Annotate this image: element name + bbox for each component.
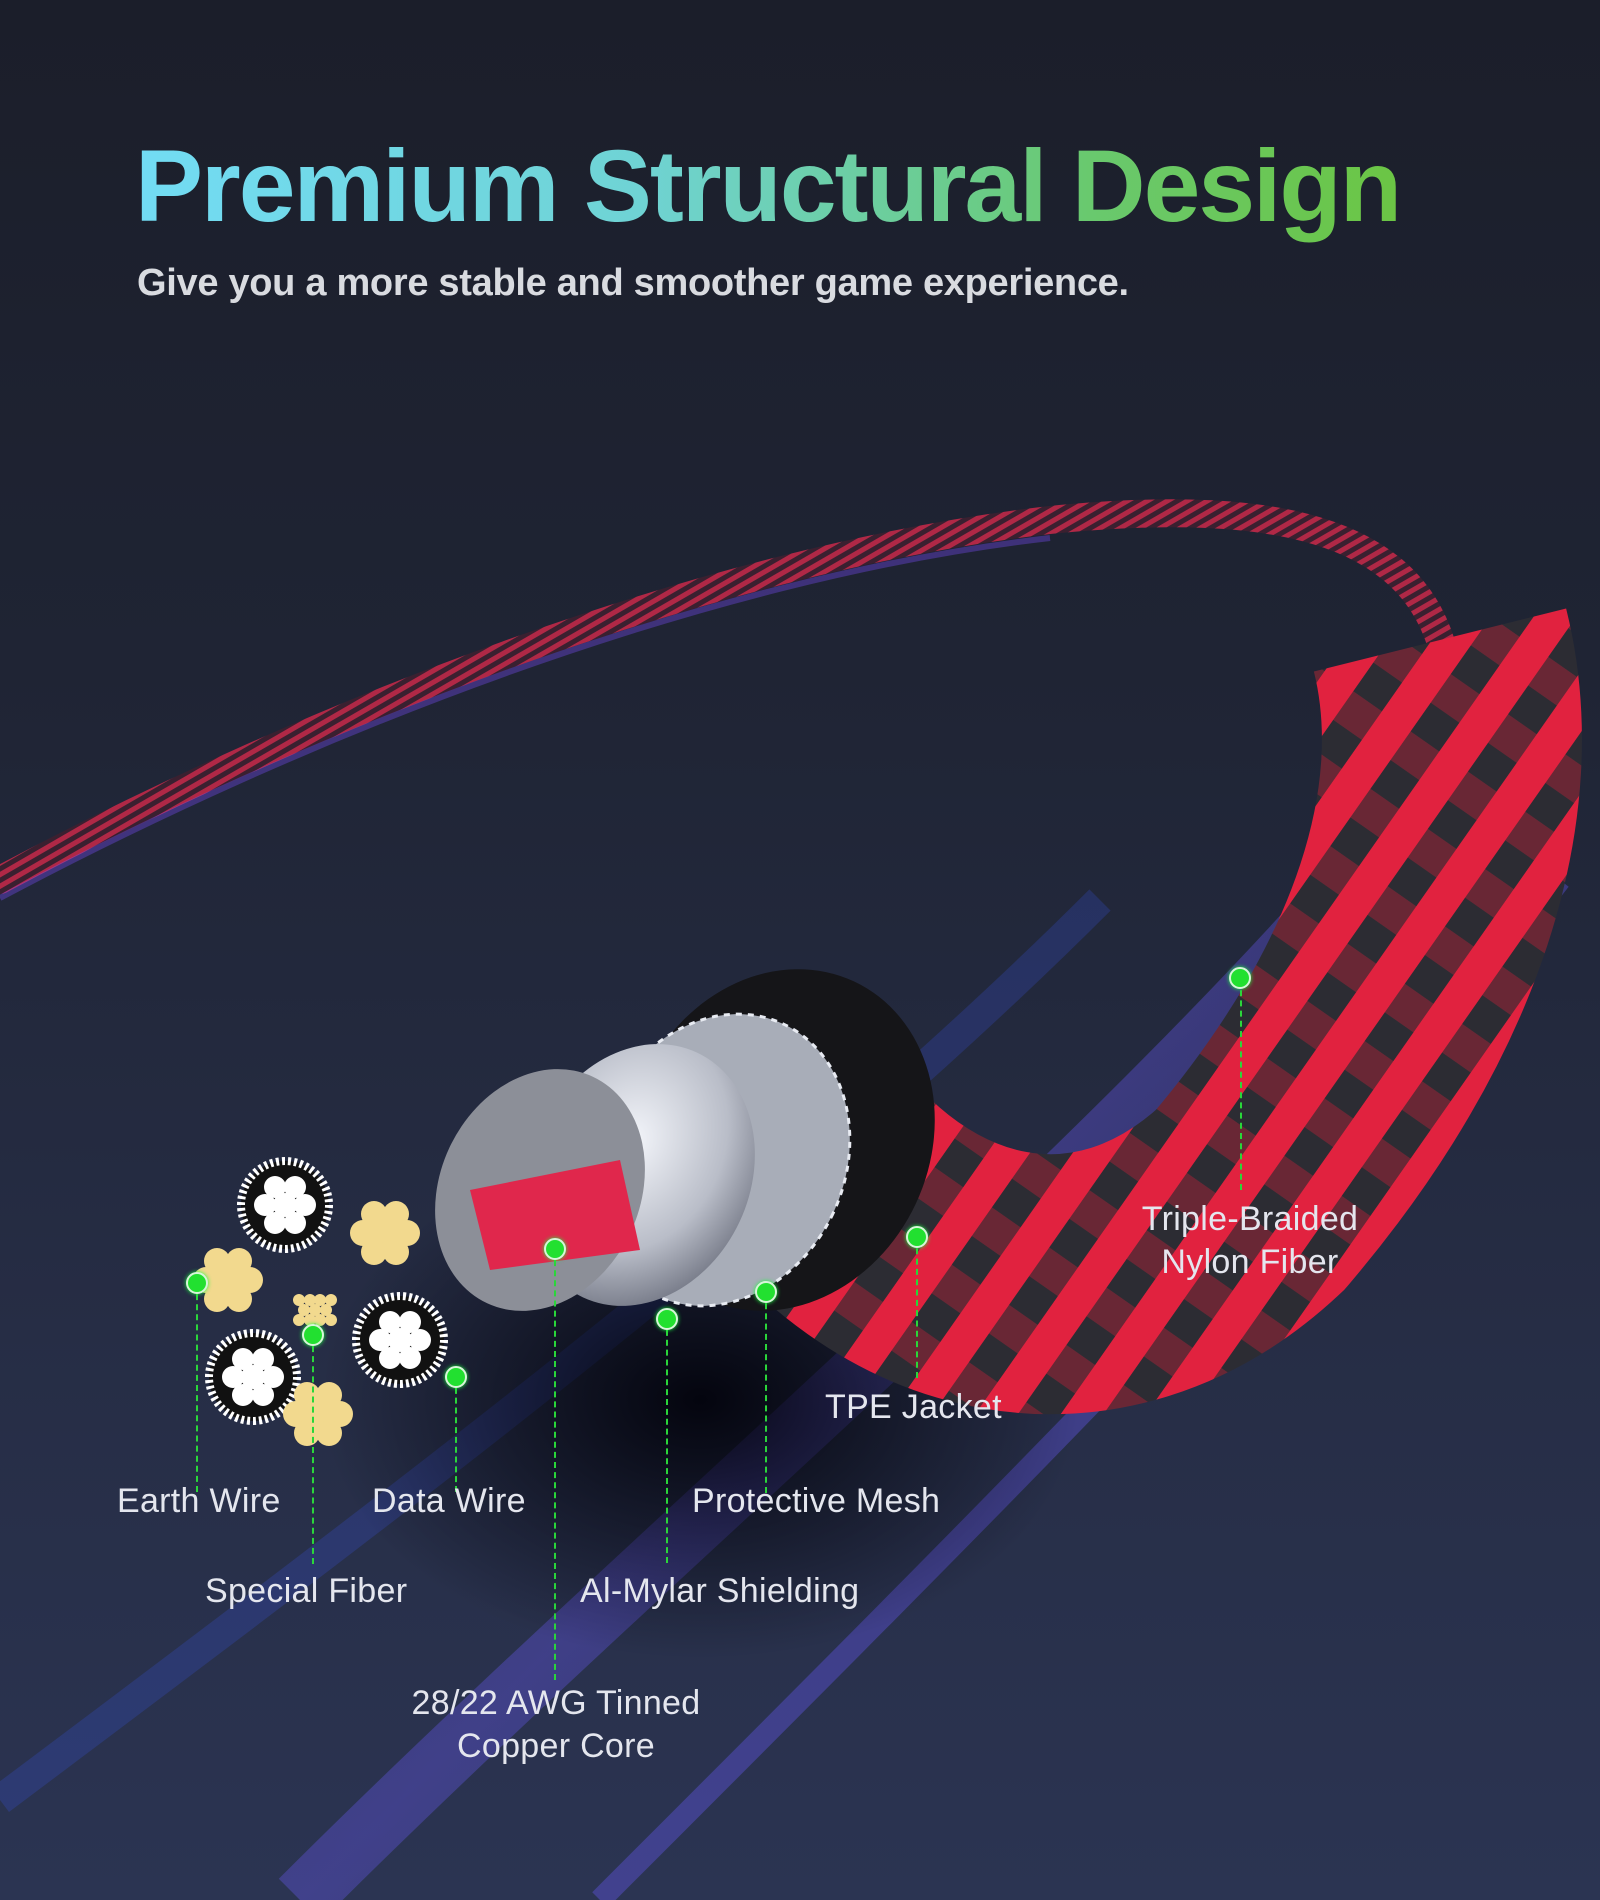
label-special-fiber: Special Fiber: [205, 1572, 408, 1610]
leader-earth-wire: [196, 1284, 198, 1492]
label-al-mylar: Al-Mylar Shielding: [580, 1572, 860, 1610]
leader-copper-core: [554, 1250, 556, 1680]
page-subtitle: Give you a more stable and smoother game…: [137, 262, 1129, 304]
label-copper-core-line2: Copper Core: [457, 1727, 655, 1765]
leader-tpe-jacket: [916, 1238, 918, 1378]
gold-bundle: [193, 1248, 263, 1312]
marker-earth-wire[interactable]: [186, 1272, 208, 1294]
label-nylon-fiber: Triple-Braided Nylon Fiber: [1130, 1198, 1370, 1284]
label-nylon-fiber-line1: Triple-Braided: [1141, 1200, 1359, 1238]
marker-protective-mesh[interactable]: [755, 1281, 777, 1303]
label-copper-core-line1: 28/22 AWG Tinned: [411, 1684, 701, 1722]
label-protective-mesh: Protective Mesh: [692, 1482, 941, 1520]
label-earth-wire: Earth Wire: [117, 1482, 281, 1520]
gold-bundle: [350, 1201, 420, 1265]
leader-nylon-fiber: [1240, 980, 1242, 1190]
thick-cable: [671, 608, 1582, 1415]
marker-tpe-jacket[interactable]: [906, 1226, 928, 1248]
leader-al-mylar: [666, 1320, 668, 1563]
marker-copper-core[interactable]: [544, 1238, 566, 1260]
thin-cable: [0, 499, 1454, 894]
marker-data-wire[interactable]: [445, 1366, 467, 1388]
label-tpe-jacket: TPE Jacket: [825, 1388, 1002, 1426]
marker-special-fiber[interactable]: [302, 1324, 324, 1346]
leader-special-fiber: [312, 1336, 314, 1564]
white-bundle: [237, 1157, 333, 1253]
red-core-wire: [470, 1160, 640, 1270]
label-data-wire: Data Wire: [372, 1482, 526, 1520]
page-title: Premium Structural Design: [135, 129, 1402, 243]
special-fiber-bundle: [293, 1294, 337, 1326]
leader-protective-mesh: [765, 1293, 767, 1493]
marker-al-mylar[interactable]: [656, 1308, 678, 1330]
marker-nylon-fiber[interactable]: [1229, 967, 1251, 989]
leader-data-wire: [455, 1378, 457, 1492]
label-nylon-fiber-line2: Nylon Fiber: [1161, 1243, 1339, 1281]
white-bundle: [352, 1292, 448, 1388]
label-copper-core: 28/22 AWG Tinned Copper Core: [393, 1682, 719, 1768]
white-bundle: [205, 1329, 301, 1425]
